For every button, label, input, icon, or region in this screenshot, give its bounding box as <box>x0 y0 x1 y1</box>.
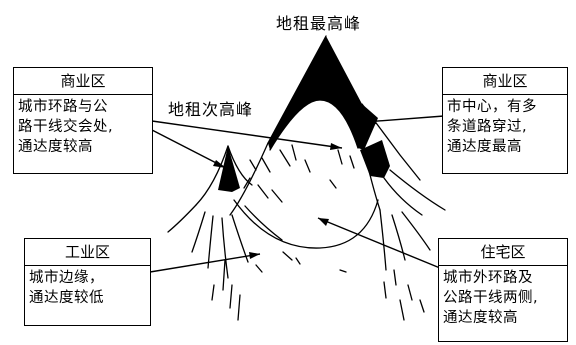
residential-zone-box: 住宅区 城市外环路及 公路干线两侧, 通达度较高 <box>438 238 568 342</box>
highest-peak-label: 地租最高峰 <box>276 14 362 33</box>
arrow-commercial-left-b <box>151 129 227 169</box>
industrial-zone-title: 工业区 <box>25 239 150 266</box>
secondary-peak-label: 地租次高峰 <box>168 100 254 119</box>
residential-zone-title: 住宅区 <box>439 239 567 266</box>
industrial-zone-desc: 城市边缘， 通达度较低 <box>29 270 104 306</box>
secondary-peak-outline <box>195 145 229 206</box>
commercial-zone-left-box: 商业区 城市环路与公 路干线交会处, 通达度较高 <box>13 67 153 174</box>
secondary-peak-cap <box>218 146 240 192</box>
arrow-commercial-left-a <box>151 120 343 149</box>
commercial-zone-right-title: 商业区 <box>443 68 567 95</box>
main-peak-cap <box>268 36 378 150</box>
ring-road-curve <box>233 199 379 249</box>
commercial-zone-left-title: 商业区 <box>14 68 152 95</box>
arrow-commercial-right <box>364 115 445 123</box>
main-peak-outline <box>267 35 327 144</box>
arrow-industrial <box>149 253 261 273</box>
residential-zone-desc: 城市外环路及 公路干线两侧, 通达度较高 <box>443 270 539 326</box>
commercial-zone-right-box: 商业区 市中心，有多 条道路穿过, 通达度最高 <box>442 67 568 174</box>
commercial-zone-right-desc: 市中心，有多 条道路穿过, 通达度最高 <box>447 99 537 155</box>
right-peak-cap <box>360 140 390 178</box>
commercial-zone-left-desc: 城市环路与公 路干线交会处, 通达度较高 <box>18 99 114 155</box>
industrial-zone-box: 工业区 城市边缘， 通达度较低 <box>24 238 151 326</box>
main-peak-hollow <box>269 99 359 151</box>
arrow-residential <box>317 217 441 269</box>
